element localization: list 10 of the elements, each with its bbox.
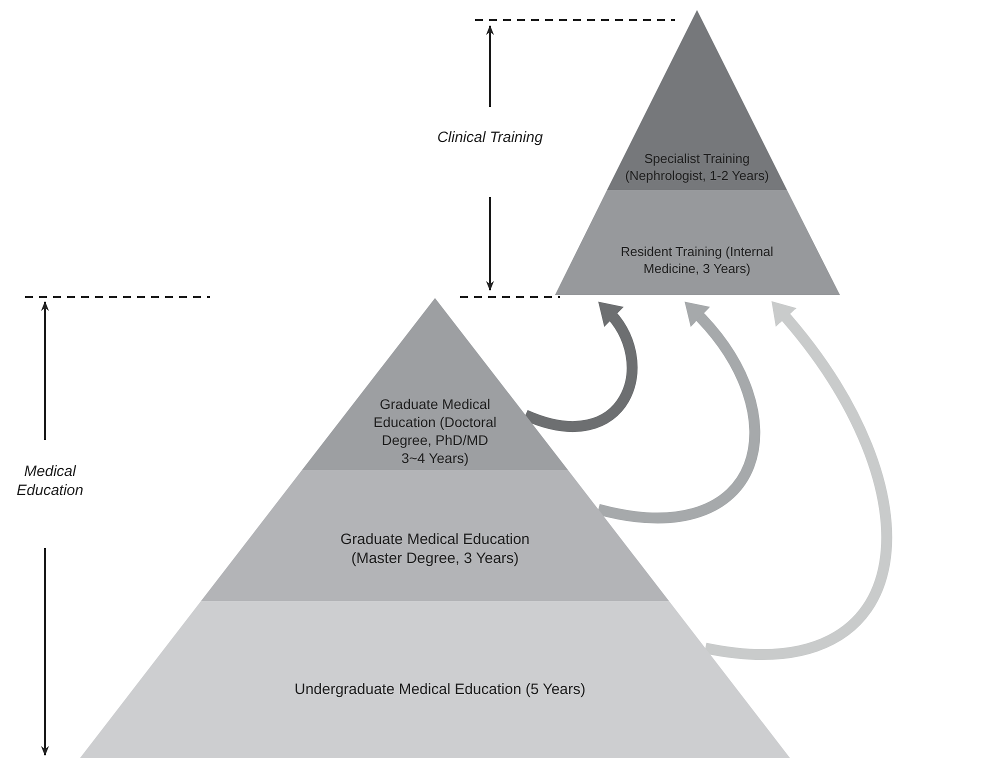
layer-label: Resident Training (Internal Medicine, 3 Years) xyxy=(620,243,774,277)
layer-label: Specialist Training (Nephrologist, 1-2 Years) xyxy=(624,150,770,184)
curved-arrow xyxy=(524,300,638,432)
dimension-label: Medical Education xyxy=(16,462,84,500)
layer-label: Undergraduate Medical Education (5 Years) xyxy=(293,680,586,699)
layer-label: Graduate Medical Education (Doctoral Degree, PhD/MD 3~4 Years) xyxy=(372,395,498,467)
dimension-label: Clinical Training xyxy=(436,128,544,147)
curved-arrow xyxy=(597,301,760,523)
curved-arrow xyxy=(704,300,892,660)
layer-label: Graduate Medical Education (Master Degree, 3 Years) xyxy=(339,530,531,568)
